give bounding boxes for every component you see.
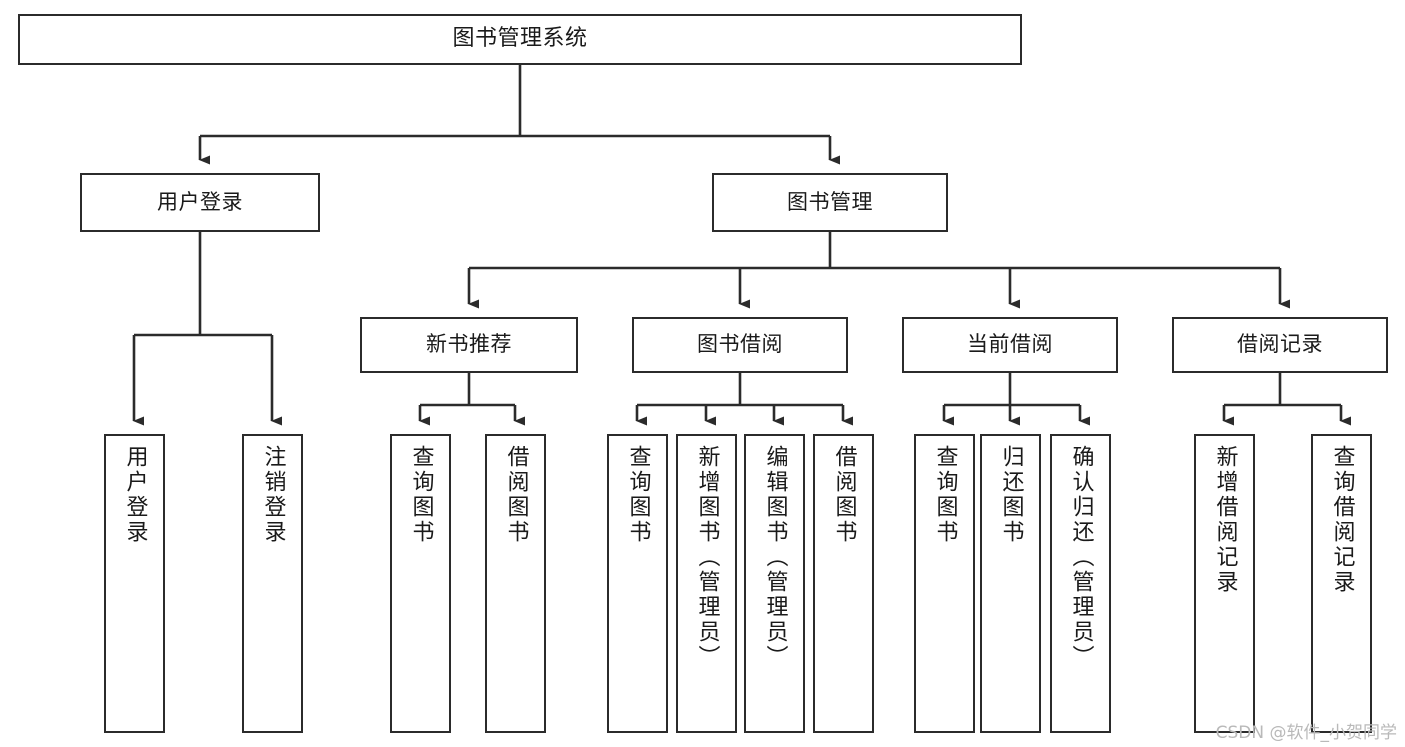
leaf-edit-book[interactable]: 编辑图书（管理员） xyxy=(744,434,805,733)
leaf-return-book[interactable]: 归还图书 xyxy=(980,434,1041,733)
node-book-borrow[interactable]: 图书借阅 xyxy=(632,317,848,373)
node-user-login[interactable]: 用户登录 xyxy=(80,173,320,232)
node-label: 新书推荐 xyxy=(426,332,512,357)
node-label: 当前借阅 xyxy=(967,332,1053,357)
node-label: 查询借阅记录 xyxy=(1329,445,1355,595)
node-label: 新增借阅记录 xyxy=(1212,445,1238,595)
csdn-watermark: CSDN @软件_小贺同学 xyxy=(1215,723,1397,743)
node-label: 注销登录 xyxy=(260,445,286,545)
node-label: 图书管理系统 xyxy=(452,26,588,52)
node-label: 查询图书 xyxy=(932,445,958,545)
node-borrow-record[interactable]: 借阅记录 xyxy=(1172,317,1388,373)
node-label: 图书借阅 xyxy=(697,332,783,357)
node-label: 用户登录 xyxy=(122,445,148,545)
leaf-user-login[interactable]: 用户登录 xyxy=(104,434,165,733)
node-root-system[interactable]: 图书管理系统 xyxy=(18,14,1022,65)
node-current-borrow[interactable]: 当前借阅 xyxy=(902,317,1118,373)
leaf-add-record[interactable]: 新增借阅记录 xyxy=(1194,434,1255,733)
node-label: 确认归还（管理员） xyxy=(1068,445,1094,670)
leaf-borrow-book-2[interactable]: 借阅图书 xyxy=(813,434,874,733)
node-label: 用户登录 xyxy=(157,189,243,214)
node-label: 新增图书（管理员） xyxy=(694,445,720,670)
leaf-query-record[interactable]: 查询借阅记录 xyxy=(1311,434,1372,733)
leaf-query-book-3[interactable]: 查询图书 xyxy=(914,434,975,733)
node-label: 借阅图书 xyxy=(831,445,857,545)
node-book-manage[interactable]: 图书管理 xyxy=(712,173,948,232)
node-label: 查询图书 xyxy=(408,445,434,545)
leaf-add-book[interactable]: 新增图书（管理员） xyxy=(676,434,737,733)
node-label: 归还图书 xyxy=(998,445,1024,545)
node-label: 图书管理 xyxy=(787,189,873,214)
leaf-query-book-1[interactable]: 查询图书 xyxy=(390,434,451,733)
node-label: 借阅记录 xyxy=(1237,332,1323,357)
node-label: 查询图书 xyxy=(625,445,651,545)
leaf-confirm-return[interactable]: 确认归还（管理员） xyxy=(1050,434,1111,733)
leaf-borrow-book-1[interactable]: 借阅图书 xyxy=(485,434,546,733)
node-label: 借阅图书 xyxy=(503,445,529,545)
node-new-book-recommend[interactable]: 新书推荐 xyxy=(360,317,578,373)
node-label: 编辑图书（管理员） xyxy=(762,445,788,670)
leaf-logout-login[interactable]: 注销登录 xyxy=(242,434,303,733)
leaf-query-book-2[interactable]: 查询图书 xyxy=(607,434,668,733)
